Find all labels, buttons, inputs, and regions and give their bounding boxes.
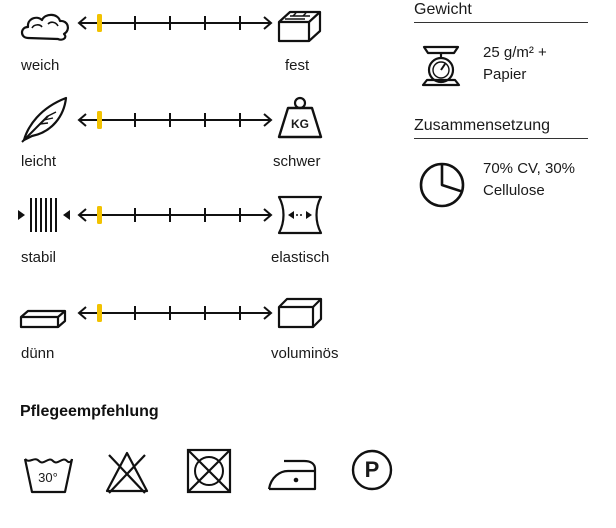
label-fest: fest (285, 57, 310, 74)
composition-value: 70% CV, 30% Cellulose (483, 158, 613, 202)
dry-clean-letter: P (364, 457, 380, 482)
pie-icon (419, 162, 465, 208)
dry-clean-p-icon: P (350, 448, 394, 492)
wash-30-icon: 30° (22, 455, 74, 495)
label-leicht: leicht (21, 153, 57, 170)
label-elastisch: elastisch (271, 249, 330, 266)
scale-weich-fest (77, 14, 273, 32)
flat-bar-icon (19, 309, 67, 329)
no-tumble-dry-icon (186, 448, 232, 494)
box-icon (277, 297, 323, 329)
iron-low-icon (267, 459, 317, 491)
property-row-leicht-schwer: leicht KG schwer (0, 96, 380, 176)
feather-icon (21, 96, 68, 143)
cloud-icon (20, 13, 70, 41)
property-row-weich-fest: weich fest (0, 0, 380, 80)
level-marker (97, 111, 102, 129)
property-row-duenn-voluminoes: dünn voluminös (0, 288, 380, 368)
label-schwer: schwer (273, 153, 321, 170)
no-bleach-icon (105, 451, 149, 494)
label-weich: weich (21, 57, 60, 74)
label-voluminoes: voluminös (271, 345, 339, 362)
wash-temp-label: 30° (38, 470, 58, 485)
level-marker (97, 304, 102, 322)
scale-icon (421, 45, 461, 87)
label-stabil: stabil (21, 249, 57, 266)
level-marker (97, 206, 102, 224)
pie-slice (440, 164, 463, 193)
level-marker (97, 14, 102, 32)
kg-label: KG (291, 117, 309, 131)
property-row-stabil-elastisch: stabil elastisch (0, 192, 380, 272)
care-section-title: Pflegeempfehlung (20, 403, 159, 420)
weight-value-line1: 25 g/m² + (483, 44, 547, 61)
composition-value-line1: 70% CV, 30% (483, 160, 576, 177)
label-duenn: dünn (21, 345, 55, 362)
weight-value: 25 g/m² + Papier (483, 42, 603, 86)
weight-value-line2: Papier (483, 66, 527, 83)
composition-section-title: Zusammensetzung (414, 116, 588, 139)
composition-value-line2: Cellulose (483, 182, 545, 199)
kg-weight-icon: KG (276, 96, 324, 140)
compressed-lines-icon (18, 198, 70, 232)
brick-icon (277, 10, 322, 43)
scale-leicht-schwer (77, 111, 273, 129)
weight-section-title: Gewicht (414, 0, 588, 23)
scale-stabil-elastisch (77, 206, 273, 224)
stretch-icon (277, 195, 323, 235)
scale-duenn-voluminoes (77, 304, 273, 322)
